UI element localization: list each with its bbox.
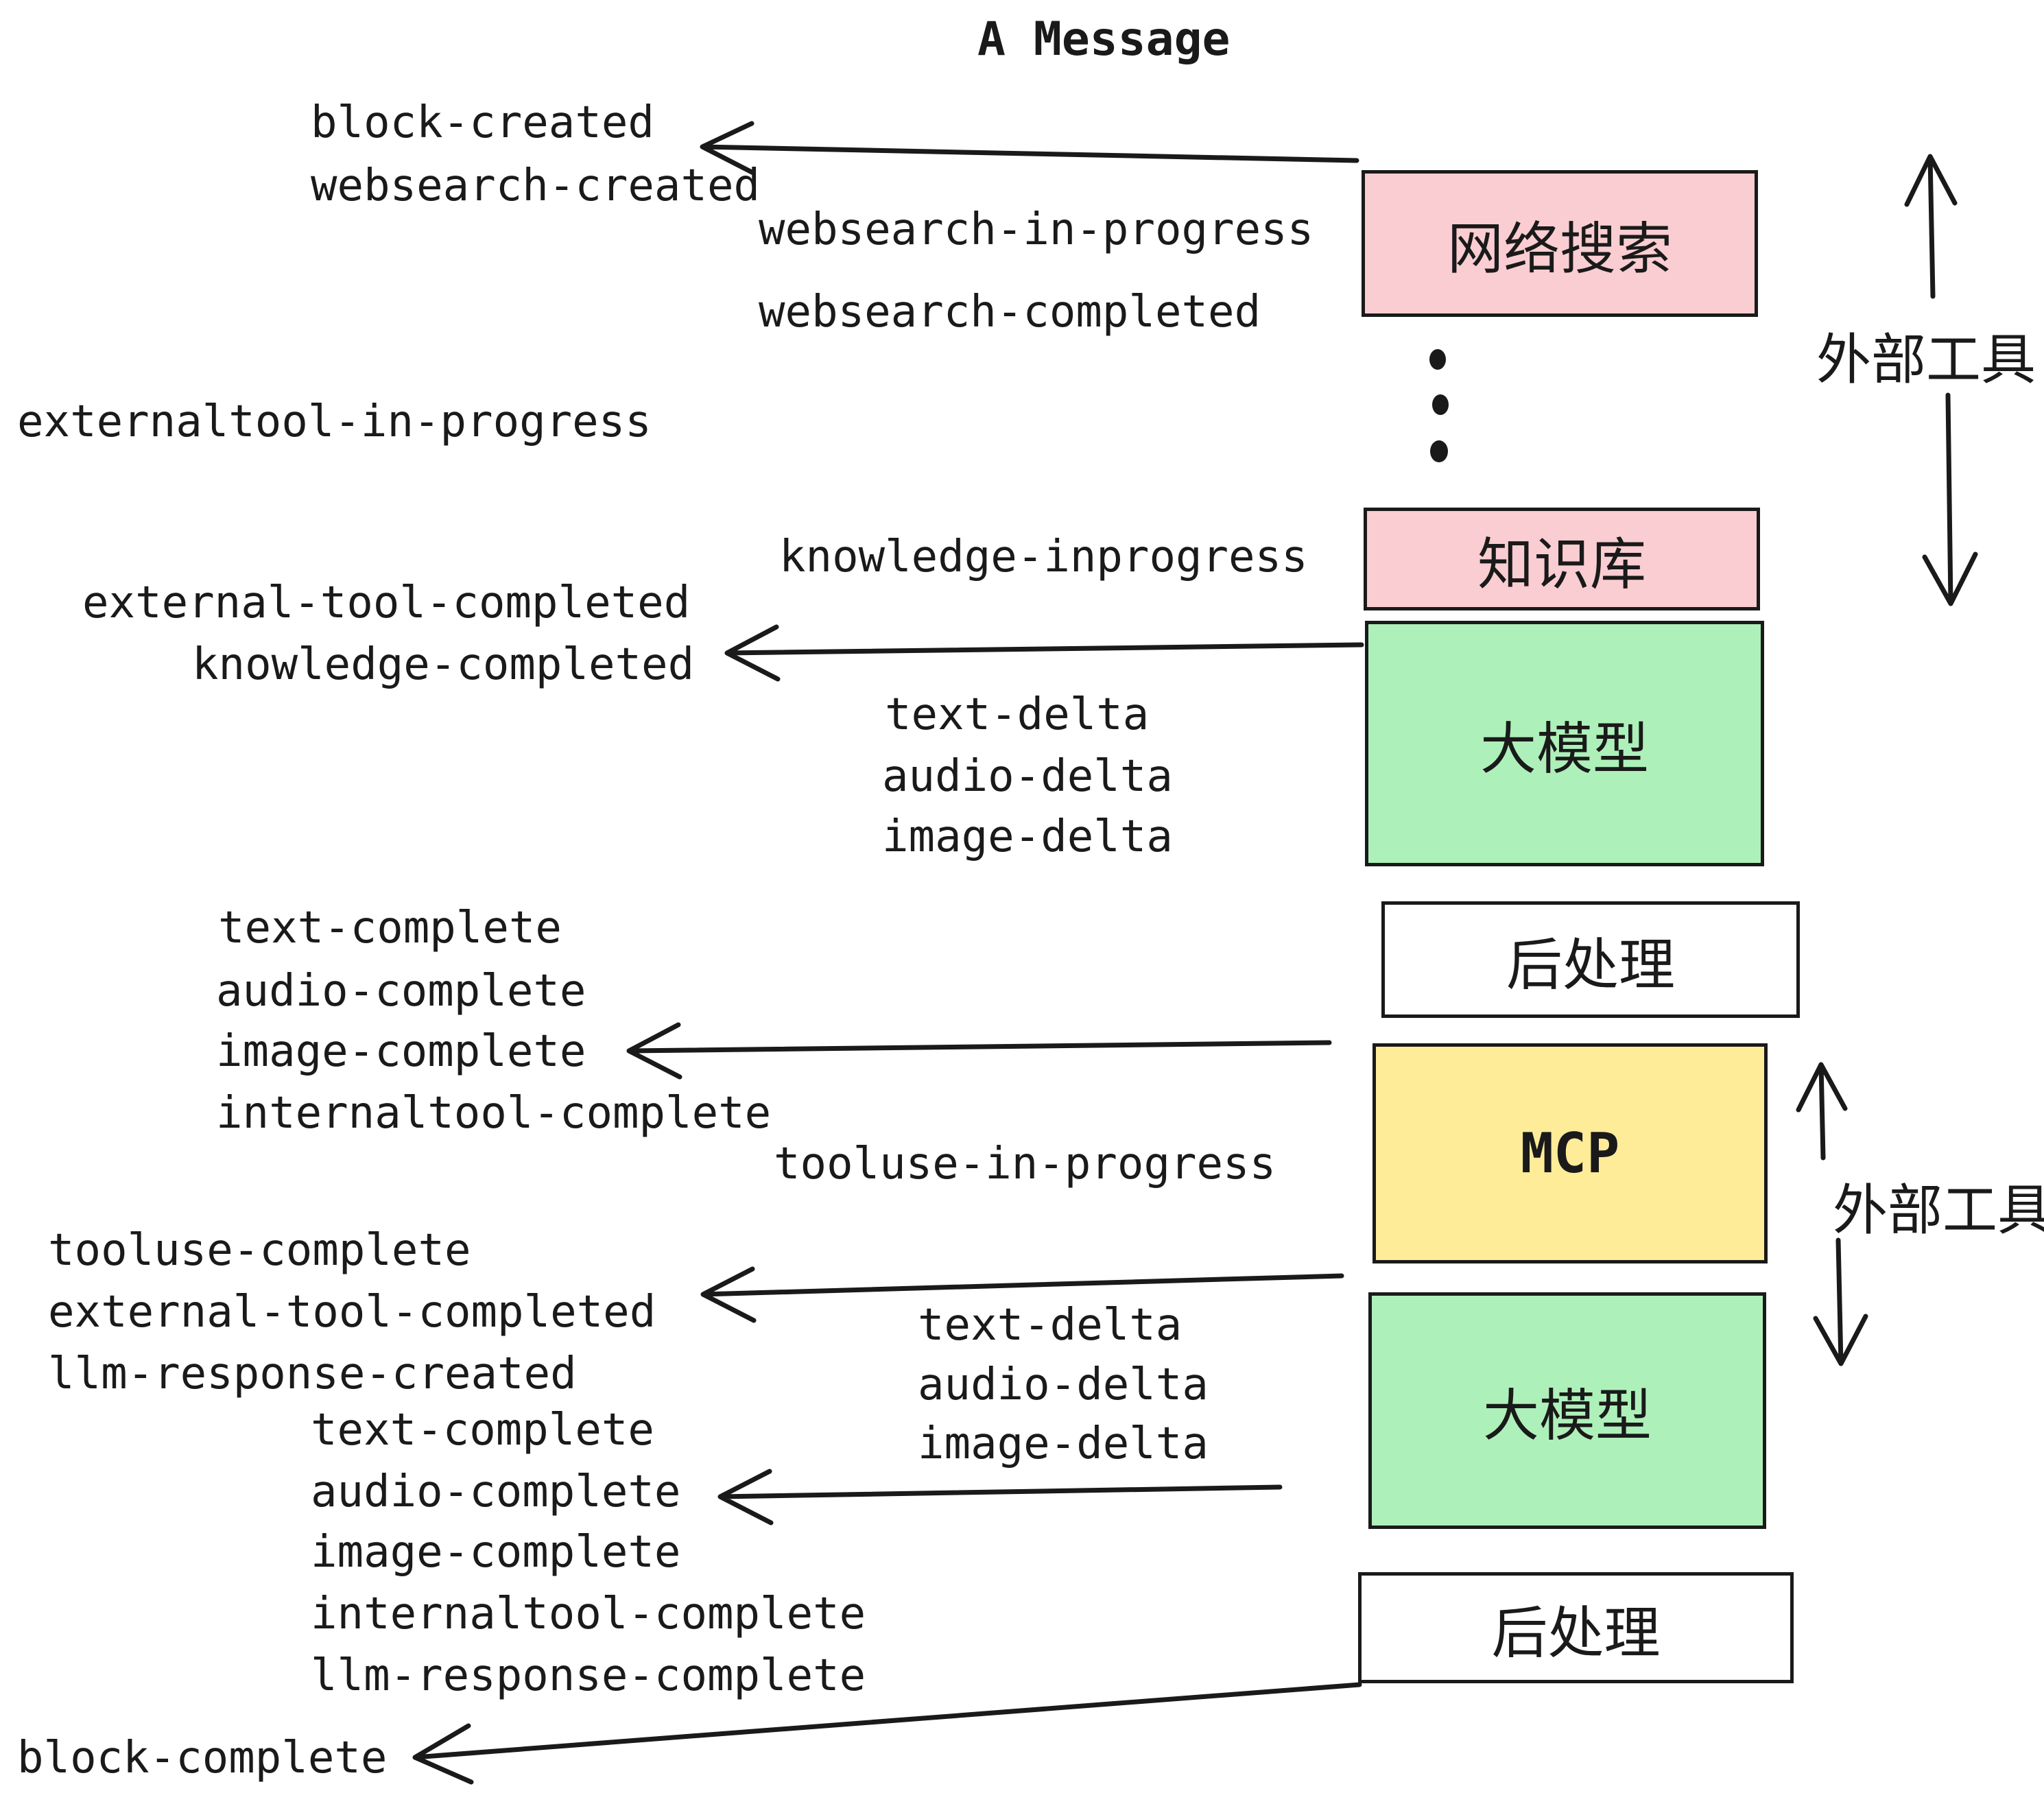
event-websearch-in-progress: websearch-in-progress xyxy=(759,204,1314,255)
external-tools-label-1: 外部工具 xyxy=(1816,328,2036,392)
arrow-to-audio-complete-icon xyxy=(717,1469,1283,1526)
event-audio-delta-2: audio-delta xyxy=(918,1360,1209,1410)
box-mcp: MCP xyxy=(1372,1043,1768,1263)
event-websearch-created: websearch-created xyxy=(311,161,761,211)
event-tooluse-complete: tooluse-complete xyxy=(48,1225,471,1276)
event-block-created: block-created xyxy=(311,97,654,148)
event-audio-delta: audio-delta xyxy=(882,751,1173,802)
box-llm-2-label: 大模型 xyxy=(1482,1384,1652,1449)
event-image-delta: image-delta xyxy=(882,811,1173,862)
event-llm-response-created: llm-response-created xyxy=(48,1349,577,1399)
ellipsis-dots-icon xyxy=(1429,349,1449,462)
span1-down-arrow-icon xyxy=(1922,392,1978,606)
box-knowledge: 知识库 xyxy=(1364,508,1760,610)
event-text-delta-2: text-delta xyxy=(918,1300,1183,1351)
box-knowledge-label: 知识库 xyxy=(1477,532,1646,597)
box-websearch: 网络搜索 xyxy=(1362,170,1758,317)
arrow-to-block-created-icon xyxy=(700,121,1359,176)
event-tooluse-in-progress: tooluse-in-progress xyxy=(774,1139,1276,1189)
event-audio-complete-2: audio-complete xyxy=(311,1467,681,1517)
box-postprocess-1-label: 后处理 xyxy=(1506,932,1675,998)
event-image-complete-2: image-complete xyxy=(311,1527,681,1578)
event-internaltool-complete-2: internaltool-complete xyxy=(311,1589,866,1639)
span1-up-arrow-icon xyxy=(1904,154,1958,299)
box-llm-1: 大模型 xyxy=(1365,621,1764,866)
box-websearch-label: 网络搜索 xyxy=(1447,216,1672,282)
event-knowledge-completed: knowledge-completed xyxy=(192,639,695,690)
event-block-complete: block-complete xyxy=(17,1733,388,1783)
event-knowledge-inprogress: knowledge-inprogress xyxy=(779,532,1308,582)
event-text-complete-2: text-complete xyxy=(311,1405,654,1456)
event-external-tool-completed-2: external-tool-completed xyxy=(48,1287,656,1338)
box-mcp-label: MCP xyxy=(1520,1121,1620,1185)
box-postprocess-2-label: 后处理 xyxy=(1491,1600,1661,1666)
box-llm-1-label: 大模型 xyxy=(1479,716,1649,782)
page-title: A Message xyxy=(977,12,1231,67)
event-text-complete: text-complete xyxy=(218,903,562,953)
span2-up-arrow-icon xyxy=(1796,1062,1848,1161)
arrow-to-knowledge-completed-icon xyxy=(724,624,1364,682)
external-tools-label-2: 外部工具 xyxy=(1833,1178,2044,1242)
event-llm-response-complete: llm-response-complete xyxy=(311,1650,866,1701)
box-postprocess-1: 后处理 xyxy=(1381,901,1800,1018)
arrow-to-image-complete-icon xyxy=(626,1022,1332,1080)
event-internaltool-complete: internaltool-complete xyxy=(216,1088,772,1139)
event-image-complete: image-complete xyxy=(216,1026,586,1077)
event-externaltool-in-progress: externaltool-in-progress xyxy=(17,396,652,447)
span2-down-arrow-icon xyxy=(1813,1237,1868,1366)
event-external-tool-completed: external-tool-completed xyxy=(82,578,691,628)
event-websearch-completed: websearch-completed xyxy=(759,287,1261,337)
box-postprocess-2: 后处理 xyxy=(1358,1572,1794,1683)
event-image-delta-2: image-delta xyxy=(918,1419,1209,1469)
event-audio-complete: audio-complete xyxy=(216,966,586,1017)
box-llm-2: 大模型 xyxy=(1368,1292,1766,1529)
event-text-delta: text-delta xyxy=(885,689,1150,740)
